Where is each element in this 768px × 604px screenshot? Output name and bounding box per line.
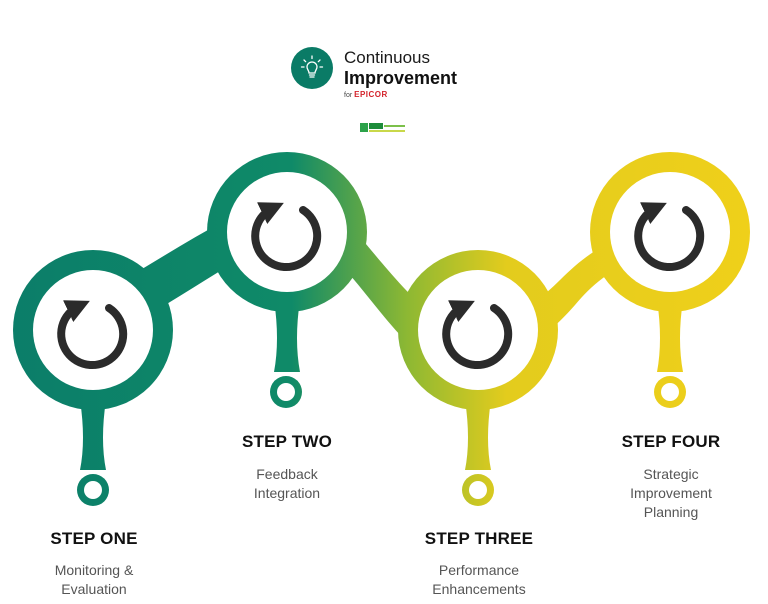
step-one-desc-line2: Evaluation	[61, 581, 127, 597]
end-ring-holes	[84, 383, 679, 499]
step-two-refresh-icon	[251, 202, 322, 271]
step-four-desc-line3: Planning	[643, 504, 699, 520]
step-four-refresh-icon	[634, 202, 705, 271]
company-name: EPICOR	[354, 90, 388, 99]
step-four-title: STEP FOUR	[621, 432, 721, 451]
for-label: for	[344, 92, 353, 99]
step-three-desc-line1: Performance	[438, 562, 520, 578]
step-four-description: Strategic Improvement Planning	[571, 465, 768, 522]
step-three-title: STEP THREE	[424, 529, 534, 548]
step-four-desc-line2: Improvement	[630, 485, 712, 501]
step-two-title: STEP TWO	[241, 432, 333, 451]
logo-badge	[291, 47, 333, 89]
brand-title-line2: Improvement	[344, 68, 458, 88]
step-two-desc-line2: Integration	[253, 485, 321, 501]
lightbulb-icon	[300, 55, 324, 78]
brand-for-line: for EPICOR	[344, 90, 388, 99]
brand-title-line1: Continuous	[344, 48, 431, 67]
step-two-desc-line1: Feedback	[256, 466, 318, 482]
step-one-title: STEP ONE	[50, 529, 138, 548]
step-one-desc-line1: Monitoring &	[54, 562, 134, 578]
step-one-refresh-icon	[57, 300, 128, 369]
node-faces	[33, 172, 730, 390]
step-three-description: Performance Enhancements	[379, 561, 579, 599]
step-two-description: Feedback Integration	[187, 465, 387, 503]
step-one-description: Monitoring & Evaluation	[0, 561, 194, 599]
icm-logo	[360, 123, 405, 132]
step-three-refresh-icon	[442, 300, 513, 369]
step-four-desc-line1: Strategic	[643, 466, 699, 482]
step-three-desc-line2: Enhancements	[432, 581, 526, 597]
header: Continuous Improvement for EPICOR	[0, 0, 768, 140]
